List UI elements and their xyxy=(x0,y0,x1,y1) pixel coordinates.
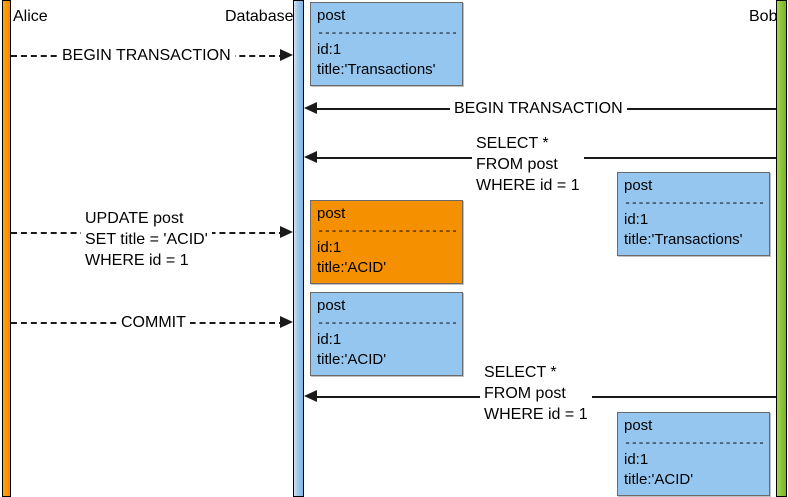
arrowhead-right-update-post xyxy=(280,226,293,238)
record-field-id: id:1 xyxy=(624,211,649,228)
message-label-line: FROM post xyxy=(476,156,558,173)
record-field-title: title:'ACID' xyxy=(317,351,387,368)
message-label-line: WHERE id = 1 xyxy=(85,252,189,269)
record-post-acid-uncommitted: post --------------------------- id:1 ti… xyxy=(310,200,463,284)
record-post-transactions-1: post --------------------------- id:1 ti… xyxy=(310,2,463,86)
arrowhead-right-begin-transaction-alice xyxy=(280,49,293,61)
message-label-line: WHERE id = 1 xyxy=(484,406,588,423)
record-field-id: id:1 xyxy=(624,451,649,468)
record-field-id: id:1 xyxy=(317,41,342,58)
lifeline-alice xyxy=(2,0,11,497)
record-field-title: title:'Transactions' xyxy=(317,61,436,78)
record-title: post xyxy=(624,177,653,194)
message-label-line: SET title = 'ACID' xyxy=(85,231,208,248)
lifeline-database xyxy=(293,0,304,497)
actor-label-bob: Bob xyxy=(749,8,778,25)
record-field-title: title:'ACID' xyxy=(624,471,694,488)
arrowhead-left-select-2 xyxy=(304,390,317,402)
record-field-id: id:1 xyxy=(317,239,342,256)
record-field-title: title:'Transactions' xyxy=(624,231,743,248)
record-post-acid-committed: post --------------------------- id:1 ti… xyxy=(310,292,463,376)
record-separator: --------------------------- xyxy=(317,224,456,238)
message-label-select-1: SELECT * FROM post WHERE id = 1 xyxy=(472,133,584,196)
message-label-commit: COMMIT xyxy=(117,312,190,333)
record-post-acid-bob-read: post --------------------------- id:1 ti… xyxy=(617,412,770,496)
arrowhead-right-commit xyxy=(280,316,293,328)
message-label-line: FROM post xyxy=(484,385,566,402)
actor-label-database: Database xyxy=(225,8,294,25)
arrowhead-left-begin-transaction-bob xyxy=(304,102,317,114)
record-separator: --------------------------- xyxy=(624,436,763,450)
record-post-transactions-2: post --------------------------- id:1 ti… xyxy=(617,172,770,256)
message-label-line: SELECT * xyxy=(484,364,557,381)
arrowhead-left-select-1 xyxy=(304,151,317,163)
record-title: post xyxy=(624,417,653,434)
message-label-begin-transaction-bob: BEGIN TRANSACTION xyxy=(450,98,627,119)
record-title: post xyxy=(317,297,346,314)
message-label-line: SELECT * xyxy=(476,135,549,152)
message-label-begin-transaction-alice: BEGIN TRANSACTION xyxy=(58,45,235,66)
record-title: post xyxy=(317,205,346,222)
message-label-line: UPDATE post xyxy=(85,210,184,227)
record-separator: --------------------------- xyxy=(624,196,763,210)
record-title: post xyxy=(317,7,346,24)
record-separator: --------------------------- xyxy=(317,26,456,40)
record-field-id: id:1 xyxy=(317,331,342,348)
lifeline-bob xyxy=(776,0,787,497)
message-label-select-2: SELECT * FROM post WHERE id = 1 xyxy=(480,362,592,425)
message-label-update-post: UPDATE post SET title = 'ACID' WHERE id … xyxy=(81,208,212,271)
record-separator: --------------------------- xyxy=(317,316,456,330)
message-label-line: WHERE id = 1 xyxy=(476,177,580,194)
record-field-title: title:'ACID' xyxy=(317,259,387,276)
actor-label-alice: Alice xyxy=(13,8,48,25)
